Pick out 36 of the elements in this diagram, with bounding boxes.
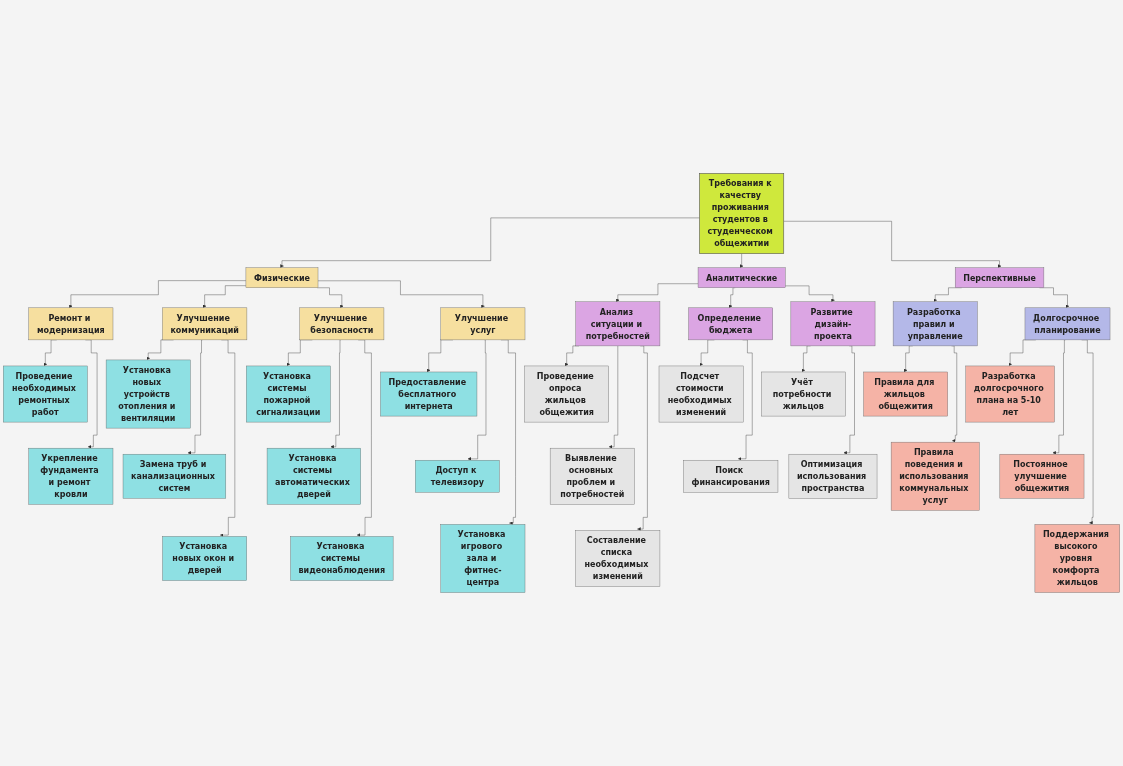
node-box: Физические <box>245 267 319 288</box>
node-box: Доступ к телевизору <box>415 460 500 493</box>
node-box: Разработка правил и управление <box>892 301 978 347</box>
node-box: Улучшение услуг <box>440 307 526 341</box>
node-box: Перспективные <box>954 267 1045 288</box>
node-box: Установка системы видеонаблюдения <box>290 536 394 581</box>
node-box: Долгосрочное планирование <box>1024 307 1111 341</box>
node-box: Аналитические <box>697 267 786 288</box>
node-box: Улучшение безопасности <box>299 307 385 341</box>
node-box: Установка игрового зала и фитнес-центра <box>440 524 526 593</box>
node-box: Разработка долгосрочного плана на 5-10 лет <box>965 365 1055 423</box>
node-box: Установка новых устройств отопления и вентиляции <box>105 359 191 429</box>
node-box: Подсчет стоимости необходимых изменений <box>658 365 744 423</box>
node-box: Развитие дизайн-проекта <box>790 301 876 347</box>
node-box: Правила поведения и использования коммунальных услуг <box>890 441 980 511</box>
node-box: Оптимизация использования пространства <box>788 454 878 499</box>
node-box: Установка системы автоматических дверей <box>266 447 361 505</box>
node-box: Поиск финансирования <box>683 460 779 493</box>
node-box: Ремонт и модернизация <box>28 307 114 341</box>
node-box: Требования к качеству проживания студентов в студенческом общежитии <box>699 173 785 254</box>
node-box: Установка новых окон и дверей <box>162 536 247 581</box>
node-box: Учёт потребности жильцов <box>761 371 846 417</box>
node-box: Укрепление фундамента и ремонт кровли <box>28 447 114 505</box>
node-box: Проведение опроса жильцов общежития <box>524 365 609 423</box>
node-box: Постоянное улучшение общежития <box>999 454 1085 499</box>
node-box: Установка системы пожарной сигнализации <box>246 365 331 423</box>
node-box: Замена труб и канализационных систем <box>122 454 226 499</box>
node-box: Выявление основных проблем и потребностей <box>549 447 635 505</box>
node-box: Предоставление бесплатного интернета <box>380 371 478 417</box>
node-box: Поддержания высокого уровня комфорта жильцов <box>1034 524 1120 593</box>
node-box: Проведение необходимых ремонтных работ <box>3 365 88 423</box>
node-box: Улучшение коммуникаций <box>162 307 248 341</box>
node-box: Составление списка необходимых изменений <box>575 530 661 587</box>
node-box: Определение бюджета <box>688 307 773 341</box>
node-box: Анализ ситуации и потребностей <box>575 301 661 347</box>
node-box: Правила для жильцов общежития <box>863 371 948 417</box>
